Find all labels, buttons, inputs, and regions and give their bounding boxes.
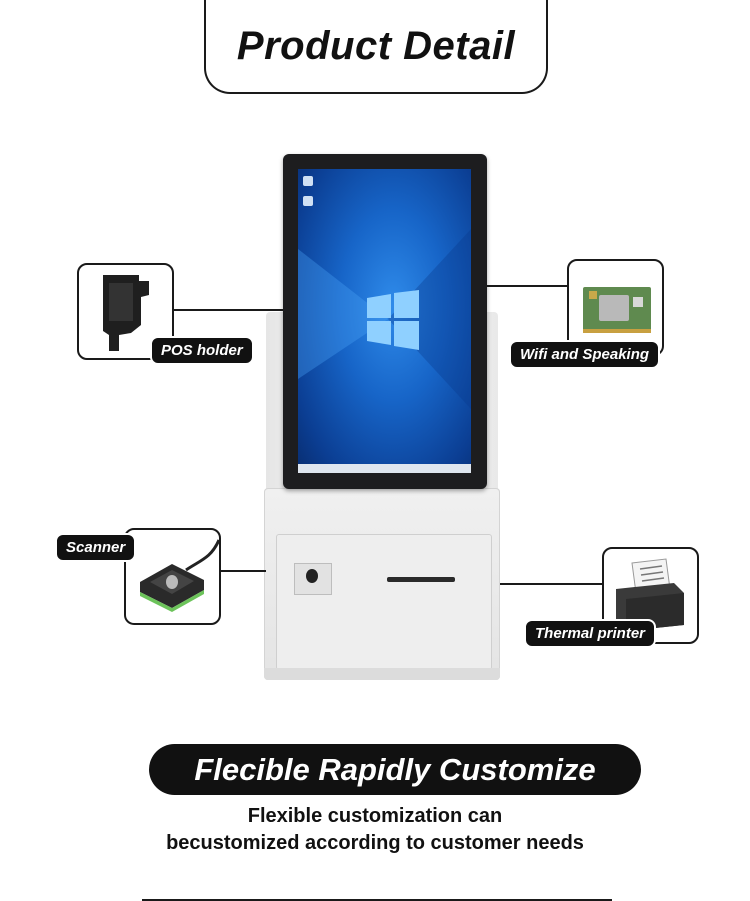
scanner-label: Scanner	[55, 533, 137, 562]
connector-wifi	[487, 285, 569, 287]
desktop-icon	[303, 176, 313, 186]
page-title: Product Detail	[236, 24, 516, 68]
kiosk-door	[276, 534, 492, 670]
wifi-module-icon	[583, 287, 651, 333]
description-line-1: Flexible customization can	[247, 805, 503, 827]
screen-light-rays	[298, 229, 471, 409]
scanner-box	[124, 528, 221, 625]
pos-holder-label: POS holder	[150, 336, 254, 365]
desktop-icon	[303, 196, 313, 206]
description: Flexible customization can becustomized …	[100, 803, 650, 857]
title-tab	[204, 0, 548, 94]
kiosk-base-lip	[264, 668, 500, 680]
description-line-2: becustomized according to customer needs	[166, 832, 584, 854]
pos-holder-icon	[103, 275, 149, 351]
bottom-divider	[142, 899, 612, 901]
customize-banner	[149, 744, 641, 795]
printer-label: Thermal printer	[524, 619, 657, 648]
printer-box	[602, 547, 699, 644]
connector-pos-holder	[173, 309, 283, 311]
wifi-label: Wifi and Speaking	[509, 340, 661, 369]
windows-logo-icon	[367, 290, 419, 350]
wifi-box	[567, 259, 664, 356]
fingerprint-scanner-icon	[140, 539, 219, 612]
kiosk-scanner-lens	[306, 569, 318, 583]
kiosk-printer-slot	[387, 577, 455, 582]
kiosk-taskbar	[298, 464, 471, 473]
connector-scanner	[221, 570, 266, 572]
connector-printer	[500, 583, 604, 585]
banner-title: Flecible Rapidly Customize	[194, 752, 596, 787]
